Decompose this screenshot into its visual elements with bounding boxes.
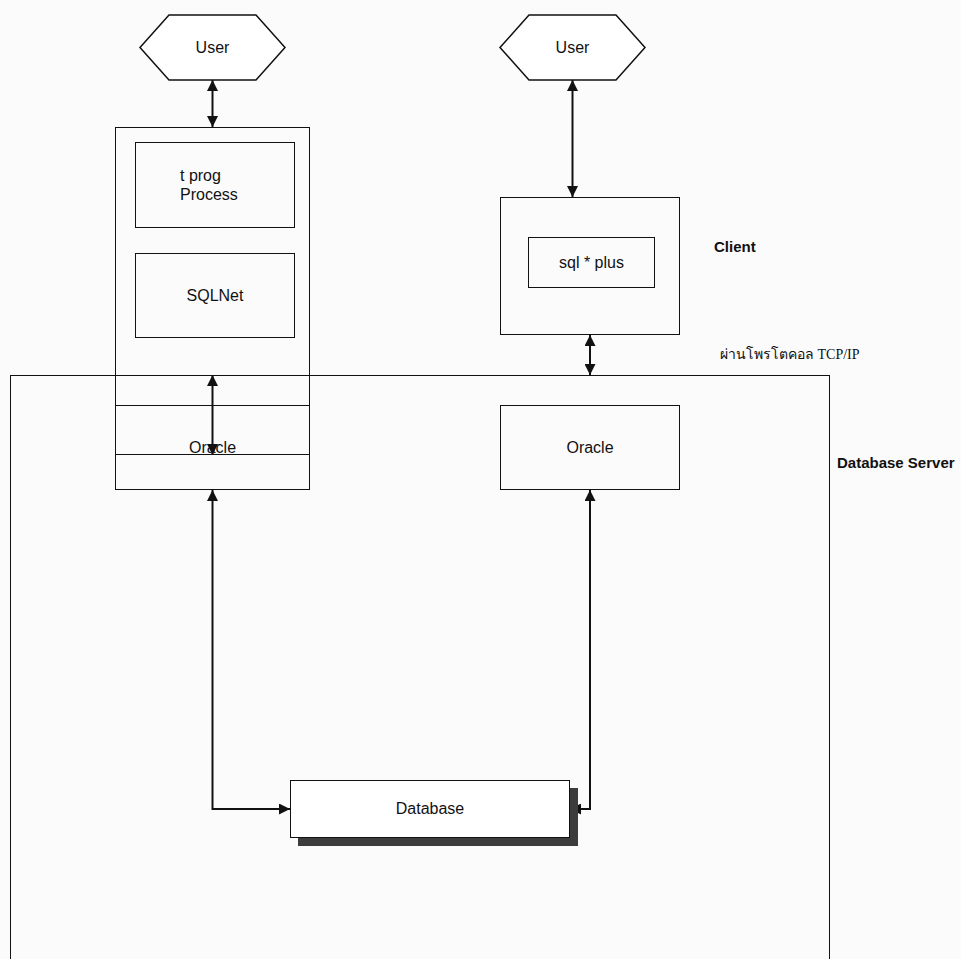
sqlplus-box: sql * plus [528,237,655,288]
hexagon-shape [500,15,645,80]
user-hexagon: User [500,15,645,80]
connector-arrow [589,335,591,375]
client-box: Clientsql * plus [500,197,680,335]
box-label: Database [396,799,465,818]
database-box: Database [290,780,570,838]
box-label: Oracle [566,438,613,457]
connector-arrow [213,490,291,809]
box-label: SQLNet [187,286,244,305]
box-label: User [196,38,230,57]
oracle-box: Oracle [115,405,310,490]
box-label: t prog Process [180,166,250,204]
section-label: Client [714,238,756,255]
database-server-box: Database ServerOracleOracleDatabase [10,375,830,959]
oracle-box: Oracle [500,405,680,490]
connector-arrow [572,80,574,197]
box-label: sql * plus [559,253,624,272]
hexagon-shape [140,15,285,80]
connector-arrow [570,490,590,809]
process-box: t prog Process [135,142,295,228]
box-label: Oracle [189,438,236,457]
connector-arrow [212,80,214,127]
sqlnet-box: SQLNet [135,253,295,338]
protocol-label: ผ่านโพรโตคอล TCP/IP [718,343,862,365]
box-label: User [556,38,590,57]
user-hexagon: User [140,15,285,80]
section-label: Database Server [837,454,955,471]
